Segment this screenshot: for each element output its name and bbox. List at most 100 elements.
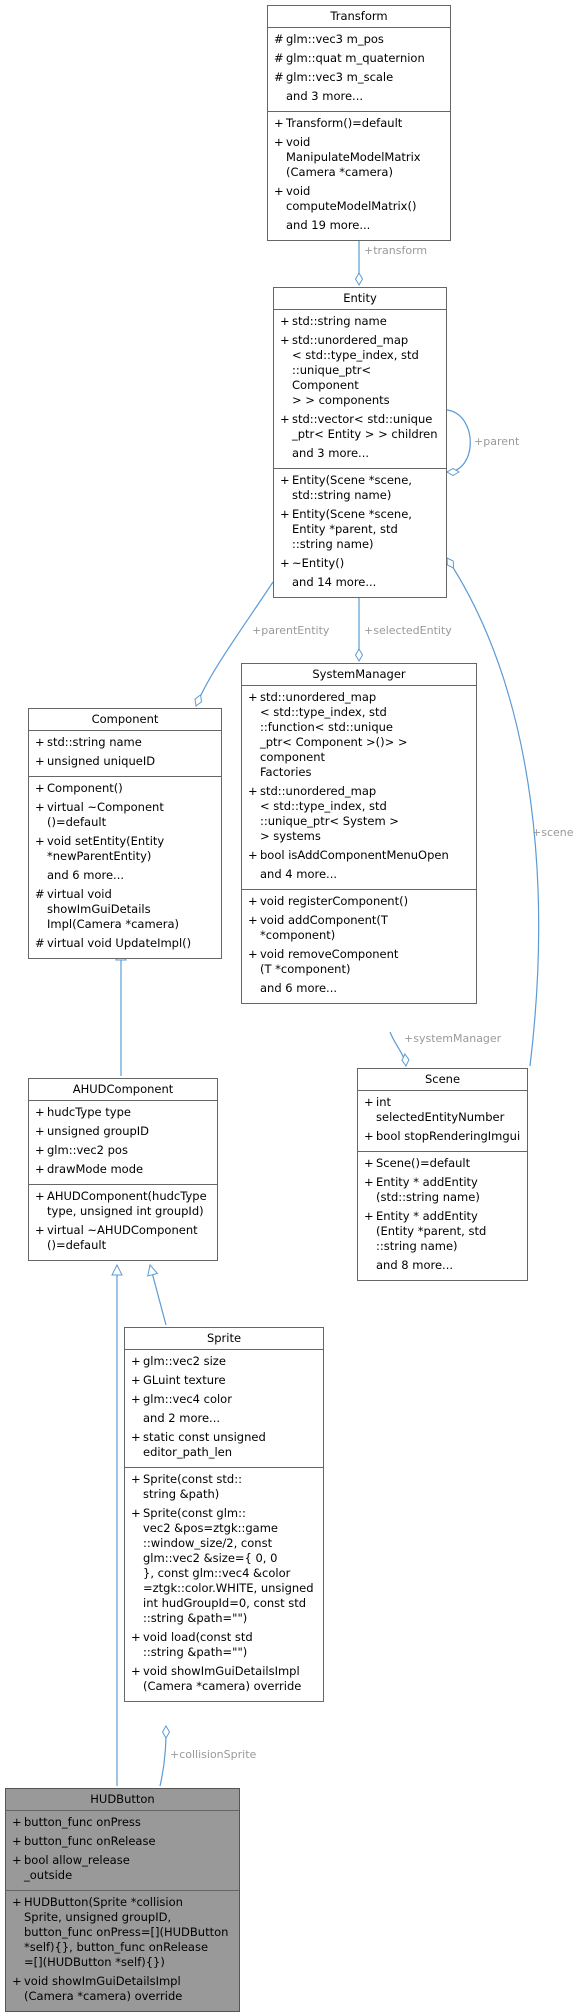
member-signature: glm::vec3 m_pos xyxy=(286,32,384,46)
member-signature: Entity(Scene *scene, std::string name) xyxy=(292,473,412,502)
attributes-more: and 4 more... xyxy=(260,867,338,881)
class-member: +void computeModelMatrix() xyxy=(274,184,444,214)
class-member: +void load(const std ::string &path="") xyxy=(131,1630,317,1660)
class-member: +unsigned groupID xyxy=(35,1124,211,1139)
member-visibility: + xyxy=(248,947,258,961)
class-member: +~Entity() xyxy=(280,556,440,571)
class-ahud-component[interactable]: AHUDComponent + hudcType type +unsigned gr… xyxy=(28,1078,218,1261)
class-member: +void showImGuiDetailsImpl (Camera *came… xyxy=(131,1664,317,1694)
class-member: +void removeComponent (T *component) xyxy=(248,947,470,977)
methods-section: +Transform()=default+void ManipulateMode… xyxy=(268,111,450,240)
class-member: +Scene()=default xyxy=(364,1156,521,1171)
member-visibility: + xyxy=(131,1430,141,1444)
member-visibility: + xyxy=(364,1175,374,1189)
member-signature: void load(const std ::string &path="") xyxy=(143,1630,253,1659)
class-title: Sprite xyxy=(125,1328,323,1350)
methods-more: and 14 more... xyxy=(292,575,377,589)
class-title: Scene xyxy=(358,1069,527,1091)
member-visibility: + xyxy=(131,1392,141,1406)
edge-parent xyxy=(447,409,471,472)
member-signature: bool allow_release _outside xyxy=(24,1853,130,1882)
class-title: SystemManager xyxy=(242,664,476,686)
methods-more: and 19 more... xyxy=(286,218,371,232)
member-signature: bool isAddComponentMenuOpen xyxy=(260,848,449,862)
class-member: +std::string name xyxy=(35,735,215,750)
member-visibility: + xyxy=(274,184,284,198)
class-member: +Sprite(const glm:: vec2 &pos=ztgk::game… xyxy=(131,1506,317,1626)
member-visibility: + xyxy=(248,784,258,798)
class-component[interactable]: Component +std::string name+unsigned uni… xyxy=(28,708,222,959)
member-visibility: + xyxy=(35,781,45,795)
class-sprite[interactable]: Sprite +glm::vec2 size+GLuint texture+gl… xyxy=(124,1327,324,1702)
edge-label-transform: +transform xyxy=(364,244,428,257)
class-member: +virtual ~AHUDComponent ()=default xyxy=(35,1223,211,1253)
class-hud-button[interactable]: HUDButton +button_func onPress+button_fu… xyxy=(5,1788,240,2012)
member-signature: GLuint texture xyxy=(143,1373,226,1387)
member-visibility: + xyxy=(12,1974,22,1988)
edge-parent-entity xyxy=(196,581,274,706)
class-member: +bool isAddComponentMenuOpen xyxy=(248,848,470,863)
member-signature: button_func onRelease xyxy=(24,1834,156,1848)
class-member: #virtual void showImGuiDetails Impl(Came… xyxy=(35,887,215,932)
class-member: +unsigned uniqueID xyxy=(35,754,215,769)
member-signature: void registerComponent() xyxy=(260,894,409,908)
class-member: +void setEntity(Entity *newParentEntity) xyxy=(35,834,215,864)
edge-label-collision-sprite: +collisionSprite xyxy=(170,1748,257,1761)
edge-label-parent: +parent xyxy=(474,435,520,448)
member-visibility: + xyxy=(280,314,290,328)
class-member: +Component() xyxy=(35,781,215,796)
member-signature: Entity(Scene *scene, Entity *parent, std… xyxy=(292,507,412,551)
member-signature: ~Entity() xyxy=(292,556,345,570)
member-signature: static const unsigned editor_path_len xyxy=(143,1430,266,1459)
member-signature: virtual ~Component ()=default xyxy=(47,800,164,829)
member-visibility: + xyxy=(280,333,290,347)
member-signature: hudcType type xyxy=(47,1105,131,1119)
member-signature: std::unordered_map < std::type_index, st… xyxy=(260,690,408,779)
member-signature: void removeComponent (T *component) xyxy=(260,947,399,976)
member-visibility: + xyxy=(248,848,258,862)
class-member: +std::unordered_map < std::type_index, s… xyxy=(248,784,470,844)
member-signature: void showImGuiDetailsImpl (Camera *camer… xyxy=(143,1664,302,1693)
class-member: #virtual void UpdateImpl() xyxy=(35,936,215,951)
class-member: +int selectedEntityNumber xyxy=(364,1095,521,1125)
class-member: +std::vector< std::unique _ptr< Entity >… xyxy=(280,412,440,442)
class-member: +void registerComponent() xyxy=(248,894,470,909)
member-signature: std::unordered_map < std::type_index, st… xyxy=(260,784,399,843)
member-visibility: + xyxy=(35,834,45,848)
class-title: HUDButton xyxy=(6,1789,239,1811)
member-visibility: + xyxy=(35,735,45,749)
methods-more: and 8 more... xyxy=(376,1258,454,1272)
member-signature: void addComponent(T *component) xyxy=(260,913,388,942)
class-member: +glm::vec2 pos xyxy=(35,1143,211,1158)
member-signature: Scene()=default xyxy=(376,1156,471,1170)
class-scene[interactable]: Scene +int selectedEntityNumber+bool sto… xyxy=(357,1068,528,1281)
member-visibility: + xyxy=(12,1853,22,1867)
class-member: +glm::vec4 color xyxy=(131,1392,317,1407)
member-visibility: + xyxy=(364,1095,374,1109)
member-signature: std::string name xyxy=(47,735,142,749)
member-visibility: + xyxy=(131,1354,141,1368)
member-visibility: + xyxy=(131,1664,141,1678)
member-signature: virtual void showImGuiDetails Impl(Camer… xyxy=(47,887,180,931)
class-entity[interactable]: Entity +std::string name+std::unordered_… xyxy=(273,287,447,598)
member-visibility: + xyxy=(35,1143,45,1157)
methods-section: + Entity(Scene *scene, std::string name)+… xyxy=(274,468,446,597)
member-visibility: + xyxy=(131,1630,141,1644)
class-transform[interactable]: Transform #glm::vec3 m_pos#glm::quat m_q… xyxy=(267,5,451,241)
member-visibility: + xyxy=(248,913,258,927)
member-visibility: + xyxy=(280,556,290,570)
member-signature: glm::quat m_quaternion xyxy=(286,51,425,65)
member-signature: void computeModelMatrix() xyxy=(286,184,417,213)
class-title: Transform xyxy=(268,6,450,28)
member-signature: AHUDComponent(hudcType type, unsigned in… xyxy=(47,1189,207,1218)
class-system-manager[interactable]: SystemManager +std::unordered_map < std:… xyxy=(241,663,477,1004)
class-title: AHUDComponent xyxy=(29,1079,217,1101)
methods-section: +HUDButton(Sprite *collision Sprite, uns… xyxy=(6,1890,239,2011)
class-member: +GLuint texture xyxy=(131,1373,317,1388)
member-visibility: + xyxy=(364,1209,374,1223)
member-signature: void ManipulateModelMatrix (Camera *came… xyxy=(286,135,421,179)
member-visibility: + xyxy=(35,1223,45,1237)
class-member: +void showImGuiDetailsImpl (Camera *came… xyxy=(12,1974,233,2004)
class-member: +glm::vec2 size xyxy=(131,1354,317,1369)
